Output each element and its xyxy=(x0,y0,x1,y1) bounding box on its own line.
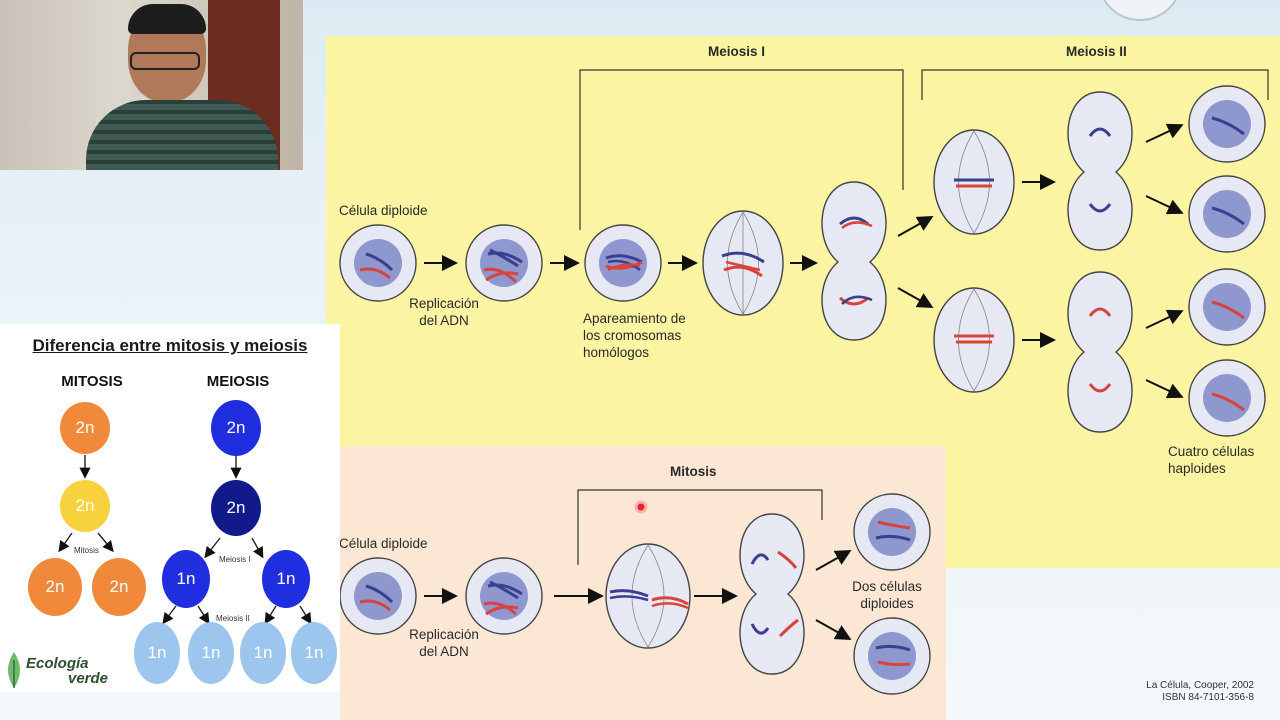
meiosis-diploid-label: Célula diploide xyxy=(339,203,428,218)
pairing-label: Apareamiento de los cromosomas homólogos xyxy=(583,311,686,360)
mitosis-step-label: Mitosis xyxy=(74,546,99,555)
cell-pairing xyxy=(584,224,662,302)
haploid-result-label: Cuatro células haploides xyxy=(1168,444,1255,476)
meiosis-column-label: MEIOSIS xyxy=(206,373,270,390)
webcam-video xyxy=(0,0,303,170)
meiosis-node-haploid-2: 1n xyxy=(262,550,310,608)
cell-anaphase-1 xyxy=(821,181,887,341)
summary-title: Diferencia entre mitosis y meiosis xyxy=(32,336,308,355)
cell-metaphase-2-top xyxy=(933,129,1015,235)
haploid-cell-4 xyxy=(1188,359,1266,437)
meiosis-replication-label: Replicación del ADN xyxy=(409,296,479,328)
mitosis-node-daughter-2: 2n xyxy=(92,558,146,616)
laser-pointer xyxy=(634,500,648,514)
citation: La Célula, Cooper, 2002 ISBN 84-7101-356… xyxy=(1146,680,1254,703)
meiosis-node-haploid-1: 1n xyxy=(162,550,210,608)
cell-diploid-meiosis xyxy=(339,224,417,302)
cell-metaphase-1 xyxy=(702,210,784,316)
cell-anaphase-mitosis xyxy=(739,513,805,675)
meiosis-1-label: Meiosis I xyxy=(708,44,766,59)
presenter-hair xyxy=(128,4,206,34)
meiosis-node-gamete-3: 1n xyxy=(240,622,286,684)
meiosis-step-2-label: Meiosis II xyxy=(216,614,250,623)
diploid-daughter-cell-1 xyxy=(853,493,931,571)
cell-metaphase-mitosis xyxy=(605,543,691,649)
cell-diploid-mitosis xyxy=(339,557,417,635)
meiosis-2-label: Meiosis II xyxy=(1066,44,1127,59)
haploid-cell-2 xyxy=(1188,175,1266,253)
meiosis-node-gamete-2: 1n xyxy=(188,622,234,684)
decorative-circle xyxy=(1103,0,1177,21)
cell-anaphase-2-bottom xyxy=(1067,271,1133,433)
ecologia-verde-logo: Ecología verde xyxy=(26,655,109,687)
cell-replicated-mitosis xyxy=(465,557,543,635)
meiosis-node-gamete-4: 1n xyxy=(291,622,337,684)
mitosis-node-parent: 2n xyxy=(60,402,110,454)
meiosis-node-parent: 2n xyxy=(211,400,261,456)
cell-replicated-meiosis xyxy=(465,224,543,302)
haploid-cell-3 xyxy=(1188,268,1266,346)
mitosis-replication-label: Replicación del ADN xyxy=(409,627,479,659)
glasses xyxy=(130,52,200,70)
mitosis-node-replicated: 2n xyxy=(60,480,110,532)
cell-anaphase-2-top xyxy=(1067,91,1133,251)
diploid-daughter-cell-2 xyxy=(853,617,931,695)
presenter-shirt xyxy=(86,100,278,170)
haploid-cell-1 xyxy=(1188,85,1266,163)
meiosis-node-replicated: 2n xyxy=(211,480,261,536)
mitosis-diploid-label: Célula diploide xyxy=(339,536,428,551)
mitosis-bracket xyxy=(577,489,823,565)
mitosis-result-label: Dos células diploides xyxy=(852,579,922,611)
mitosis-column-label: MITOSIS xyxy=(61,373,123,390)
meiosis-2-bracket xyxy=(921,69,1269,100)
meiosis-node-gamete-1: 1n xyxy=(134,622,180,684)
mitosis-node-daughter-1: 2n xyxy=(28,558,82,616)
cell-metaphase-2-bottom xyxy=(933,287,1015,393)
meiosis-step-1-label: Meiosis I xyxy=(219,555,251,564)
mitosis-label: Mitosis xyxy=(670,464,717,479)
meiosis-1-bracket xyxy=(579,69,904,230)
